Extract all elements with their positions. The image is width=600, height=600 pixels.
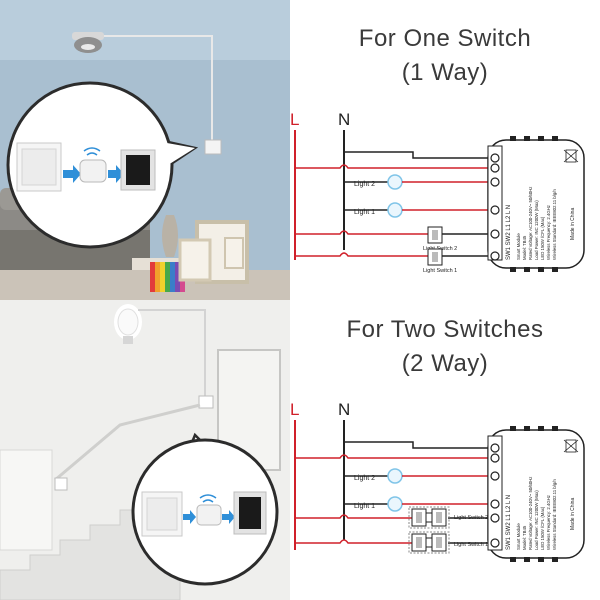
title-line-1: For Two Switches: [346, 316, 544, 343]
module-name: Smart Module: [516, 523, 521, 550]
neutral-label: N: [338, 400, 350, 419]
switch-install-inset: [131, 432, 279, 586]
ceiling-lamp-icon: [72, 32, 104, 53]
module-load: Load Power: INC 1200W (Max): [534, 490, 539, 550]
module-voltage: Rated Voltage: AC100-240V~ 50/60Hz: [528, 477, 533, 550]
light-switch-2-pair-icon: [408, 506, 450, 529]
module-standard: Wireless Standard: IEEE802.11 b/g/n: [552, 479, 557, 550]
staircase-photo: [0, 300, 290, 600]
light-2-icon: [387, 468, 403, 484]
light-2-label: Light 2: [354, 475, 375, 482]
light-2-icon: [387, 174, 403, 190]
smart-module: SW1 SW2 L1 L2 L N Smart Module Model: TB…: [487, 426, 585, 562]
title-line-1: For One Switch: [358, 25, 532, 52]
module-origin: Made in China: [570, 498, 576, 530]
two-switches-wiring-diagram: L N Light 2 Light 1 Light Switch 2: [288, 400, 600, 580]
smart-module: SW1 SW2 L1 L2 L N Smart Module Model: TB…: [487, 136, 585, 272]
light-switch-1-label: Light Switch 1: [454, 542, 488, 548]
module-name: Smart Module: [516, 233, 521, 260]
living-room-photo: [0, 0, 290, 300]
one-switch-title: For One Switch (1 Way): [295, 22, 595, 90]
title-line-2: (2 Way): [401, 350, 489, 377]
module-led: LED 150W /CFL (Max): [540, 506, 545, 550]
module-load: Load Power: INC 1200W (Max): [534, 200, 539, 260]
light-1-icon: [387, 496, 403, 512]
module-model: Model: TB45: [522, 525, 527, 550]
one-switch-wiring-diagram: L N Light 2 Light 1 Light Switch 2 Light…: [288, 110, 600, 290]
light-2-label: Light 2: [354, 181, 375, 188]
two-switches-title: For Two Switches (2 Way): [295, 313, 595, 381]
light-1-label: Light 1: [354, 209, 375, 216]
module-model: Model: TB45: [522, 235, 527, 260]
live-label: L: [290, 110, 299, 129]
module-terminals-label: SW1 SW2 L1 L2 L N: [506, 495, 512, 550]
module-frequency: Wireless Frequency: 2.4GHz: [546, 205, 551, 260]
module-voltage: Rated Voltage: AC100-240V~ 50/60Hz: [528, 187, 533, 260]
light-switch-1-pair-icon: [408, 531, 450, 554]
picture-frames: [178, 220, 249, 284]
neutral-label: N: [338, 110, 350, 129]
recycle-bin-icon: [563, 149, 579, 163]
light-1-label: Light 1: [354, 503, 375, 510]
module-origin: Made in China: [570, 208, 576, 240]
module-led: LED 150W /CFL (Max): [540, 216, 545, 260]
module-frequency: Wireless Frequency: 2.4GHz: [546, 495, 551, 550]
module-standard: Wireless Standard: IEEE802.11 b/g/n: [552, 189, 557, 260]
live-label: L: [290, 400, 299, 419]
light-switch-2-label: Light Switch 2: [454, 515, 488, 521]
title-line-2: (1 Way): [401, 59, 489, 86]
light-switch-1-label: Light Switch 1: [423, 268, 457, 274]
module-terminals-label: SW1 SW2 L1 L2 L N: [506, 205, 512, 260]
light-bulb-icon: [114, 304, 142, 344]
light-1-icon: [387, 202, 403, 218]
switch-install-inset: [6, 81, 199, 249]
recycle-bin-icon: [563, 439, 579, 453]
